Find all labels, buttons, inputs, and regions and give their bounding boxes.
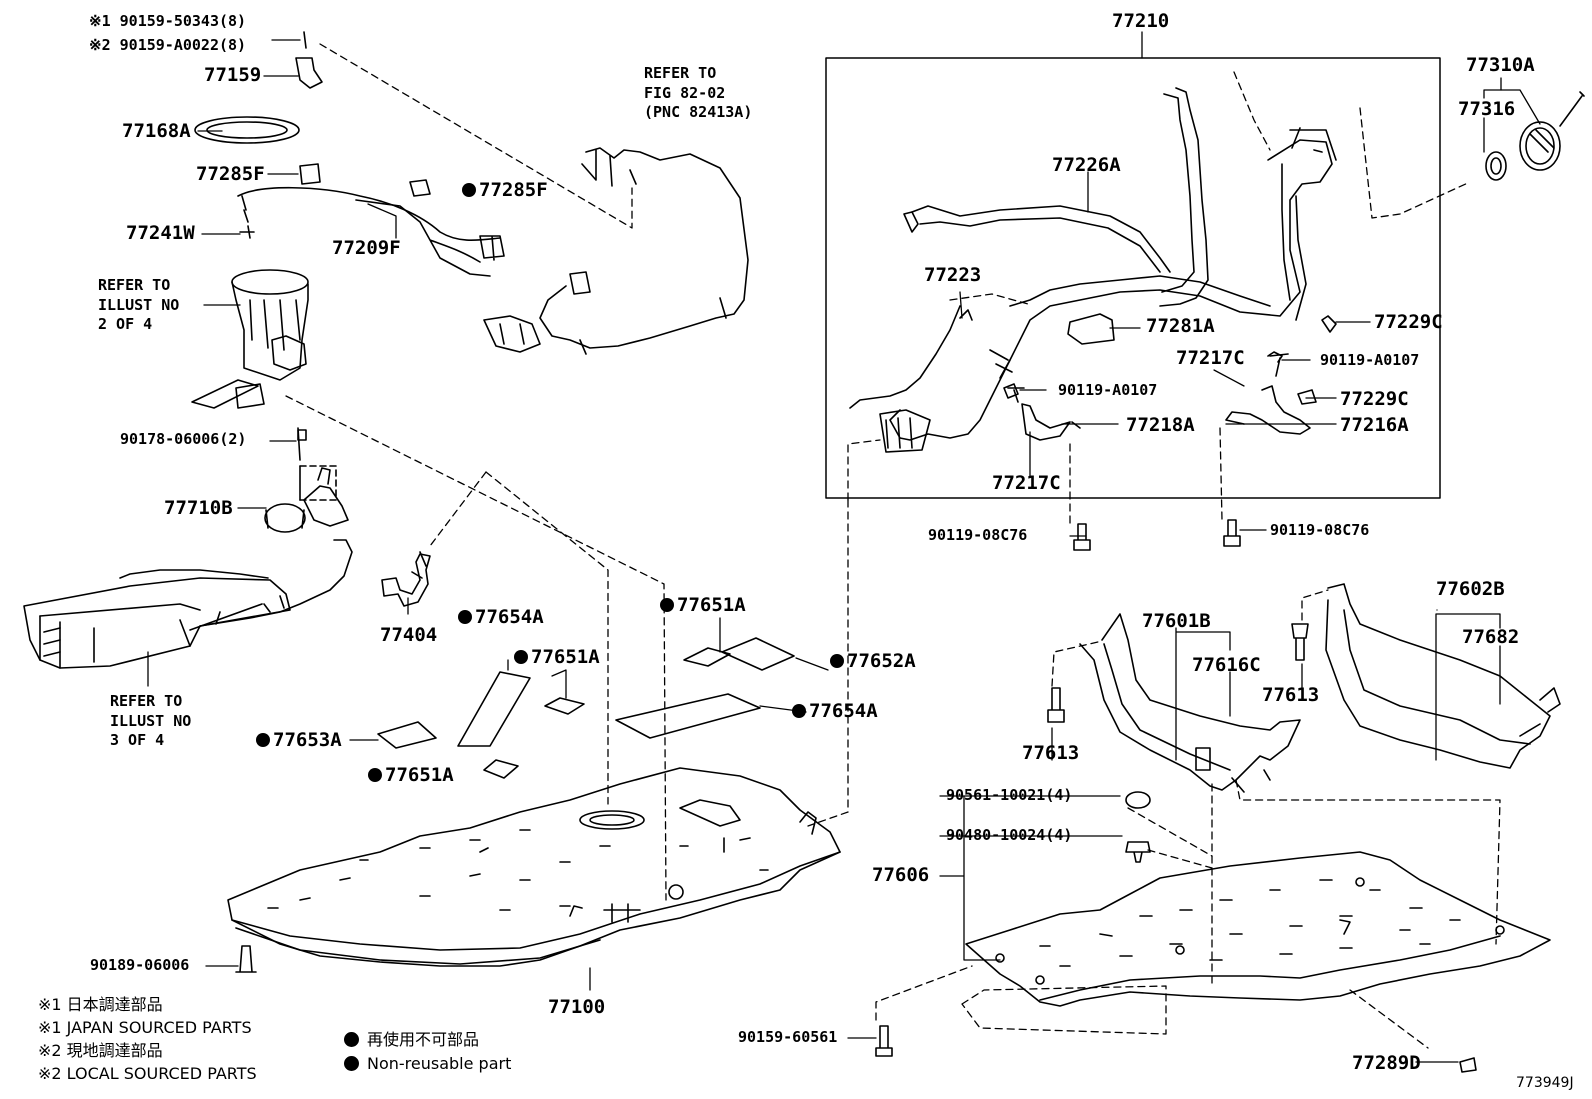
label-77310A[interactable]: 77310A (1466, 54, 1535, 76)
label-90189-06006[interactable]: 90189-06006 (90, 956, 190, 974)
legend-en1: ※1 JAPAN SOURCED PARTS (38, 1018, 252, 1037)
label-77654A-b[interactable]: 77654A (792, 702, 878, 721)
label-90119-A0107-b[interactable]: 90119-A0107 (1058, 381, 1158, 399)
non-reusable-dot (660, 598, 674, 612)
label-77613-b[interactable]: 77613 (1022, 742, 1080, 764)
label-90119-08C76-b[interactable]: 90119-08C76 (1270, 521, 1370, 539)
fuel-tank-77100 (227, 767, 841, 967)
label-77285F-b[interactable]: 77285F (462, 181, 548, 200)
label-77682[interactable]: 77682 (1462, 626, 1520, 648)
label-77316[interactable]: 77316 (1458, 98, 1516, 120)
non-reusable-dot (830, 654, 844, 668)
label-77216A[interactable]: 77216A (1340, 414, 1409, 436)
label-77241W[interactable]: 77241W (126, 222, 195, 244)
label-77651A-b[interactable]: 77651A (660, 596, 746, 615)
label-90159-60561[interactable]: 90159-60561 (738, 1028, 838, 1046)
label-77616C[interactable]: 77616C (1192, 654, 1261, 676)
charcoal-canister (23, 539, 353, 669)
label-77651A-a-text: 77651A (531, 646, 600, 668)
label-77285F-a[interactable]: 77285F (196, 163, 265, 185)
label-77654A-b-text: 77654A (809, 700, 878, 722)
vent-valve-77710B (264, 427, 349, 533)
fuel-pump-module (191, 31, 505, 441)
label-77229C-a[interactable]: 77229C (1374, 311, 1443, 333)
legend-en2: ※2 LOCAL SOURCED PARTS (38, 1064, 257, 1083)
legend-non-reusable-jp: 再使用不可部品 (344, 1032, 479, 1048)
label-77210[interactable]: 77210 (1112, 10, 1170, 32)
sheet-pads (377, 637, 795, 779)
label-77606[interactable]: 77606 (872, 864, 930, 886)
dashed-lines (285, 43, 1501, 1049)
under-cover-77606 (965, 851, 1551, 1007)
label-77168A[interactable]: 77168A (122, 120, 191, 142)
label-90561-10021[interactable]: 90561-10021(4) (946, 786, 1073, 804)
label-77651A-b-text: 77651A (677, 594, 746, 616)
label-77654A-a-text: 77654A (475, 606, 544, 628)
fasteners (235, 351, 1477, 1073)
legend-jp2: ※2 現地調達部品 (38, 1041, 163, 1060)
label-77285F-b-text: 77285F (479, 179, 548, 201)
legend-non-reusable-en: Non-reusable part (344, 1056, 511, 1072)
label-90119-A0107-a[interactable]: 90119-A0107 (1320, 351, 1420, 369)
label-90480-10024[interactable]: 90480-10024(4) (946, 826, 1073, 844)
label-77404[interactable]: 77404 (380, 624, 438, 646)
label-77654A-a[interactable]: 77654A (458, 608, 544, 627)
label-77613-a[interactable]: 77613 (1262, 684, 1320, 706)
non-reusable-dot (458, 610, 472, 624)
label-77217C-a[interactable]: 77217C (1176, 347, 1245, 369)
label-77100[interactable]: 77100 (548, 996, 606, 1018)
label-77289D[interactable]: 77289D (1352, 1052, 1421, 1074)
wiring-harness (483, 147, 749, 355)
diagram-id: 773949J (1516, 1075, 1574, 1091)
label-77159[interactable]: 77159 (204, 64, 262, 86)
label-77651A-c[interactable]: 77651A (368, 766, 454, 785)
fuel-cap-77310A (1485, 91, 1585, 181)
non-reusable-dot (368, 768, 382, 782)
label-77710B[interactable]: 77710B (164, 497, 233, 519)
note-refer-illust-2: REFER TO ILLUST NO 2 OF 4 (98, 276, 180, 333)
non-reusable-dot (462, 183, 476, 197)
label-77218A[interactable]: 77218A (1126, 414, 1195, 436)
non-reusable-dot (792, 704, 806, 718)
legend-non-reusable-en-text: Non-reusable part (367, 1054, 512, 1073)
note-refer-fig: REFER TO FIG 82-02 (PNC 82413A) (644, 64, 753, 121)
label-77601B[interactable]: 77601B (1142, 610, 1211, 632)
note-refer-illust-3: REFER TO ILLUST NO 3 OF 4 (110, 692, 192, 749)
filler-pipe-box (825, 57, 1441, 499)
label-77651A-c-text: 77651A (385, 764, 454, 786)
legend-non-reusable-jp-text: 再使用不可部品 (367, 1030, 480, 1049)
non-reusable-dot (344, 1056, 359, 1071)
hose-77404 (381, 551, 431, 607)
label-77653A[interactable]: 77653A (256, 731, 342, 750)
label-77651A-a[interactable]: 77651A (514, 648, 600, 667)
label-90178-06006[interactable]: 90178-06006(2) (120, 430, 247, 448)
label-77281A[interactable]: 77281A (1146, 315, 1215, 337)
label-77229C-b[interactable]: 77229C (1340, 388, 1409, 410)
label-77652A[interactable]: 77652A (830, 652, 916, 671)
label-77653A-text: 77653A (273, 729, 342, 751)
label-77217C-b[interactable]: 77217C (992, 472, 1061, 494)
label-90119-08C76-a[interactable]: 90119-08C76 (928, 526, 1028, 544)
leader-lines (147, 31, 1541, 1063)
legend-jp1: ※1 日本調達部品 (38, 995, 163, 1014)
label-90159-50343[interactable]: ※1 90159-50343(8) (89, 12, 247, 30)
label-77223[interactable]: 77223 (924, 264, 982, 286)
filler-pipe-77210 (849, 87, 1337, 453)
non-reusable-dot (256, 733, 270, 747)
non-reusable-dot (344, 1032, 359, 1047)
label-77652A-text: 77652A (847, 650, 916, 672)
label-77602B[interactable]: 77602B (1436, 578, 1505, 600)
label-90159-A0022[interactable]: ※2 90159-A0022(8) (89, 36, 247, 54)
non-reusable-dot (514, 650, 528, 664)
label-77226A[interactable]: 77226A (1052, 154, 1121, 176)
label-77209F[interactable]: 77209F (332, 237, 401, 259)
